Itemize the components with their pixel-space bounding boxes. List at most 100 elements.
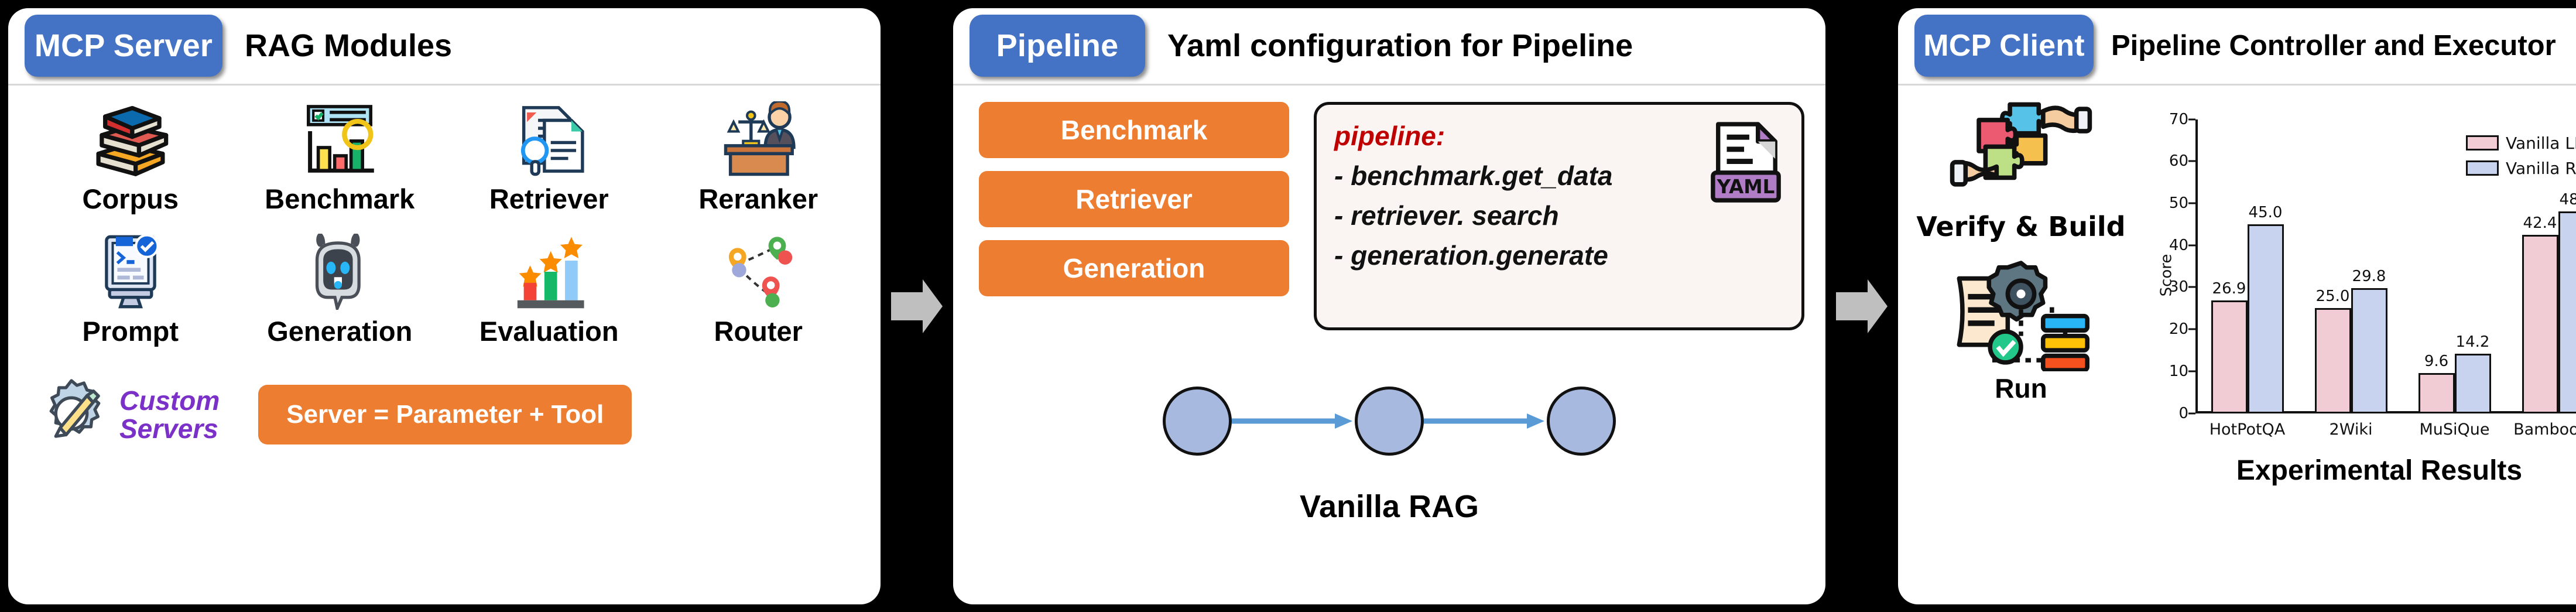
legend-item-vanilla-llm: Vanilla LLM [2466,134,2576,153]
flow-arrow-1 [1232,412,1355,430]
chart-bar: 42.4 [2522,214,2558,413]
chart-y-tick-mark [2188,328,2195,330]
chart-bar-value-label: 9.6 [2424,352,2449,370]
route-pins-icon [720,231,796,313]
chart-y-tick: 20 [2169,320,2188,339]
chart-y-tick-mark [2188,160,2195,162]
document-search-icon [508,98,590,180]
chart-x-tick: MuSiQue [2419,420,2490,439]
badge-mcp-client: MCP Client [1914,15,2094,77]
module-reranker[interactable]: Reranker [654,98,864,231]
step-label: Verify & Build [1916,210,2126,242]
legend-swatch [2466,160,2499,176]
stage-retriever[interactable]: Retriever [979,170,1289,227]
module-generation[interactable]: Generation [235,231,445,363]
badge-pipeline: Pipeline [970,15,1145,77]
chart-x-tick: 2Wiki [2329,420,2373,439]
chart-y-tick: 70 [2169,110,2188,128]
chart-bar-value-label: 14.2 [2455,333,2490,351]
client-steps: Verify & Build [1909,94,2133,487]
chart-y-tick-mark [2188,244,2195,247]
judge-scales-icon [714,98,802,180]
module-retriever[interactable]: Retriever [444,98,654,231]
benchmark-chart-icon [299,98,381,180]
chart-y-tick: 50 [2169,194,2188,212]
custom-servers-row: Custom Servers Server = Parameter + Tool [8,363,881,454]
chart-y-tick-mark [2188,202,2195,204]
flow-node-3 [1547,386,1616,456]
flow-node-2 [1355,386,1424,456]
stage-generation[interactable]: Generation [979,240,1289,296]
chart-legend: Vanilla LLM Vanilla RAG [2466,134,2576,184]
module-corpus[interactable]: Corpus [26,98,235,231]
chart-bar: 45.0 [2247,204,2284,413]
chart-bar: 25.0 [2314,288,2351,413]
legend-item-vanilla-rag: Vanilla RAG [2466,159,2576,178]
chart-x-tick: Bamboogle [2513,420,2576,439]
custom-servers-label: Custom Servers [119,385,220,444]
chart-y-tick-mark [2188,286,2195,288]
module-label: Prompt [82,315,179,347]
star-bars-icon [508,231,590,313]
chart-x-tick: HotPotQA [2209,420,2286,439]
vanilla-rag-flow [953,386,1825,456]
chart-y-tick: 0 [2178,404,2188,422]
chart-bar-value-label: 48.0 [2559,191,2576,209]
chart-caption: Experimental Results [2236,454,2523,486]
chart-y-tick: 30 [2169,278,2188,296]
chart-y-axis [2195,119,2198,413]
custom-servers[interactable]: Custom Servers [34,376,220,454]
panel-header-pipeline: Pipeline Yaml configuration for Pipeline [953,8,1825,86]
legend-label: Vanilla RAG [2506,158,2576,178]
arrow-server-to-pipeline [889,271,945,341]
yaml-line-1: - benchmark.get_data [1334,160,1613,191]
chart-bar-value-label: 25.0 [2315,288,2350,306]
pipeline-stage-list: Benchmark Retriever Generation [979,101,1289,330]
client-body: Verify & Build [1898,86,2576,487]
server-formula-pill: Server = Parameter + Tool [258,385,632,445]
document-gear-workflow-icon [1948,255,2094,371]
step-run[interactable]: Run [1948,255,2094,404]
stage-benchmark[interactable]: Benchmark [979,101,1289,158]
step-label: Run [1995,372,2047,404]
panel-title-pipeline: Yaml configuration for Pipeline [1167,28,1633,63]
chart-bar: 48.0 [2558,191,2576,413]
legend-label: Vanilla LLM [2506,133,2576,153]
module-benchmark[interactable]: Benchmark [235,98,445,231]
custom-servers-line2: Servers [119,413,218,444]
chart-bar: 14.2 [2454,333,2491,413]
chart-bar: 9.6 [2418,353,2455,413]
chart-y-tick-mark [2188,118,2195,120]
chart-bar-value-label: 26.9 [2212,279,2246,298]
module-label: Corpus [82,183,179,214]
yaml-config-card: pipeline: - benchmark.get_data - retriev… [1314,101,1804,330]
module-label: Benchmark [265,183,415,214]
chart-y-tick-mark [2188,412,2195,414]
module-prompt[interactable]: Prompt [26,231,235,363]
flow-arrow-2 [1424,412,1547,430]
chart-bar-value-label: 45.0 [2248,203,2283,221]
chart-bar-value-label: 29.8 [2352,267,2386,285]
books-icon [87,98,174,180]
step-verify-build[interactable]: Verify & Build [1916,94,2126,242]
panel-title-server: RAG Modules [245,28,453,63]
module-label: Router [714,315,803,347]
yaml-line-3: - generation.generate [1334,240,1608,271]
panel-pipeline: Pipeline Yaml configuration for Pipeline… [953,8,1825,604]
module-router[interactable]: Router [654,231,864,363]
panel-title-client: Pipeline Controller and Executor [2111,30,2556,61]
yaml-root-key: pipeline: [1334,120,1445,151]
chart-bar-group: 42.448.0Bamboogle [2506,119,2576,439]
module-evaluation[interactable]: Evaluation [444,231,654,363]
panel-mcp-client: MCP Client Pipeline Controller and Execu… [1898,8,2576,604]
pipeline-body: Benchmark Retriever Generation pipeline:… [953,86,1825,330]
rag-modules-grid: Corpus [8,86,881,363]
custom-servers-line1: Custom [119,385,220,416]
flow-caption: Vanilla RAG [1299,488,1479,524]
